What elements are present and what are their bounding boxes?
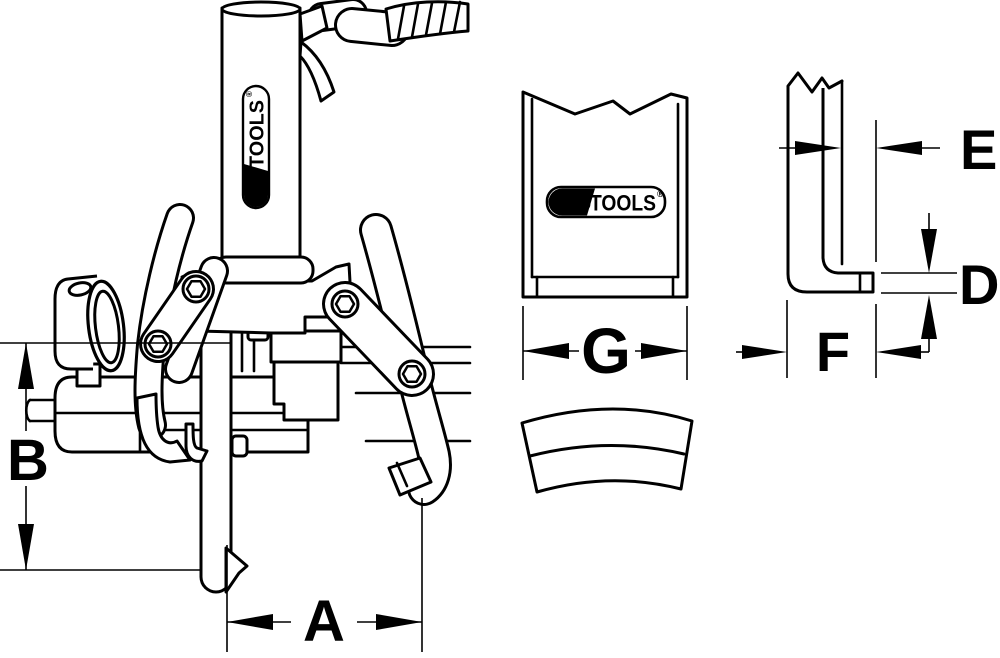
logo-registered-mark: ® (245, 91, 254, 97)
dim-e: E (779, 118, 997, 262)
dim-f: F (736, 300, 929, 383)
hose-tube (384, 0, 470, 43)
hose-band (396, 4, 406, 41)
puller-leg-center (199, 305, 249, 594)
pivot-bolt-hex (185, 279, 207, 299)
lower-cylinder-body (53, 375, 310, 454)
segment-mid-line (528, 443, 686, 458)
hose-segment (337, 10, 407, 44)
center-jaw-block (230, 434, 249, 458)
ring-segment-view (520, 407, 694, 494)
left-leg-hook (135, 392, 192, 464)
logo-registered-mark: ® (657, 189, 664, 199)
dim-b-label: B (7, 428, 49, 493)
hydraulic-hose (298, 0, 470, 103)
dim-a: A (226, 498, 423, 654)
hose-band (410, 2, 420, 39)
workpiece-lower-block (272, 360, 340, 422)
dim-d-label: D (959, 253, 999, 316)
left-linkage (139, 256, 229, 384)
workpiece-upper-block (269, 329, 343, 364)
brand-logo-horizontal: KS TOOLS ® (545, 185, 667, 219)
dim-g-arrow-right (641, 343, 687, 359)
dimensions: B A G E (0, 118, 999, 654)
dim-g-arrow-left (523, 343, 569, 359)
logo-tools-text: TOOLS (247, 100, 269, 168)
hose-band (438, 0, 448, 36)
pivot-bolt-hex (401, 364, 423, 384)
puller-main-view: KS TOOLS ® (0, 0, 472, 594)
gauge-ring-inner (93, 289, 121, 365)
dim-d-arrow-up (921, 295, 937, 339)
right-linkage (322, 281, 435, 397)
right-leg-fill (362, 216, 449, 503)
brand-logo-vertical: KS TOOLS ® (241, 84, 271, 210)
sleeve-view: KS TOOLS ® (521, 90, 689, 299)
dim-f-arrow-right (742, 345, 787, 359)
logo-tools-text: TOOLS (590, 191, 656, 216)
dim-e-arrow-left (876, 141, 922, 155)
dim-d: D (881, 213, 999, 352)
right-leg-hook-edge (395, 461, 409, 488)
dim-e-label: E (960, 118, 997, 181)
dim-a-label: A (303, 589, 345, 654)
dim-e-arrow-right (795, 141, 841, 155)
cylinder-top (220, 0, 302, 18)
dim-g-label: G (581, 315, 631, 387)
logo-ks-field (244, 164, 268, 207)
dim-d-arrow-down (921, 229, 937, 273)
profile-outline (786, 86, 875, 294)
center-leg-hook (224, 546, 249, 594)
profile-view (786, 71, 875, 294)
gauge-top-hole (67, 281, 93, 297)
shaft-stub-cap (24, 398, 32, 423)
dim-a-arrow-left (227, 614, 273, 630)
hose-fitting (298, 4, 329, 43)
logo-ks-text: KS (559, 189, 591, 216)
pivot-bolt-hex (334, 294, 356, 314)
logo-ks-field (548, 188, 595, 216)
shaft-and-gauge-assembly (24, 274, 310, 454)
dim-g: G (522, 306, 688, 387)
dim-f-label: F (816, 320, 850, 383)
hose-band (424, 1, 434, 37)
dim-b-arrow-down (18, 524, 34, 570)
profile-break-edge (786, 71, 844, 94)
puller-leg-right (359, 213, 452, 506)
gauge-cup-body (53, 274, 98, 371)
segment-outline (520, 407, 694, 494)
pivot-bolt-hex (147, 334, 169, 354)
rear-leg-hook (184, 422, 209, 463)
dim-b-arrow-up (18, 343, 34, 389)
hydraulic-cylinder: KS TOOLS ® (212, 0, 315, 285)
dim-a-arrow-right (376, 614, 422, 630)
right-plate-fill (325, 284, 432, 394)
hose-strain-relief (298, 40, 336, 103)
dim-f-arrow-left (876, 345, 921, 359)
hose-band (452, 0, 462, 34)
logo-ks-text: KS (245, 169, 268, 197)
dim-b: B (0, 342, 230, 570)
